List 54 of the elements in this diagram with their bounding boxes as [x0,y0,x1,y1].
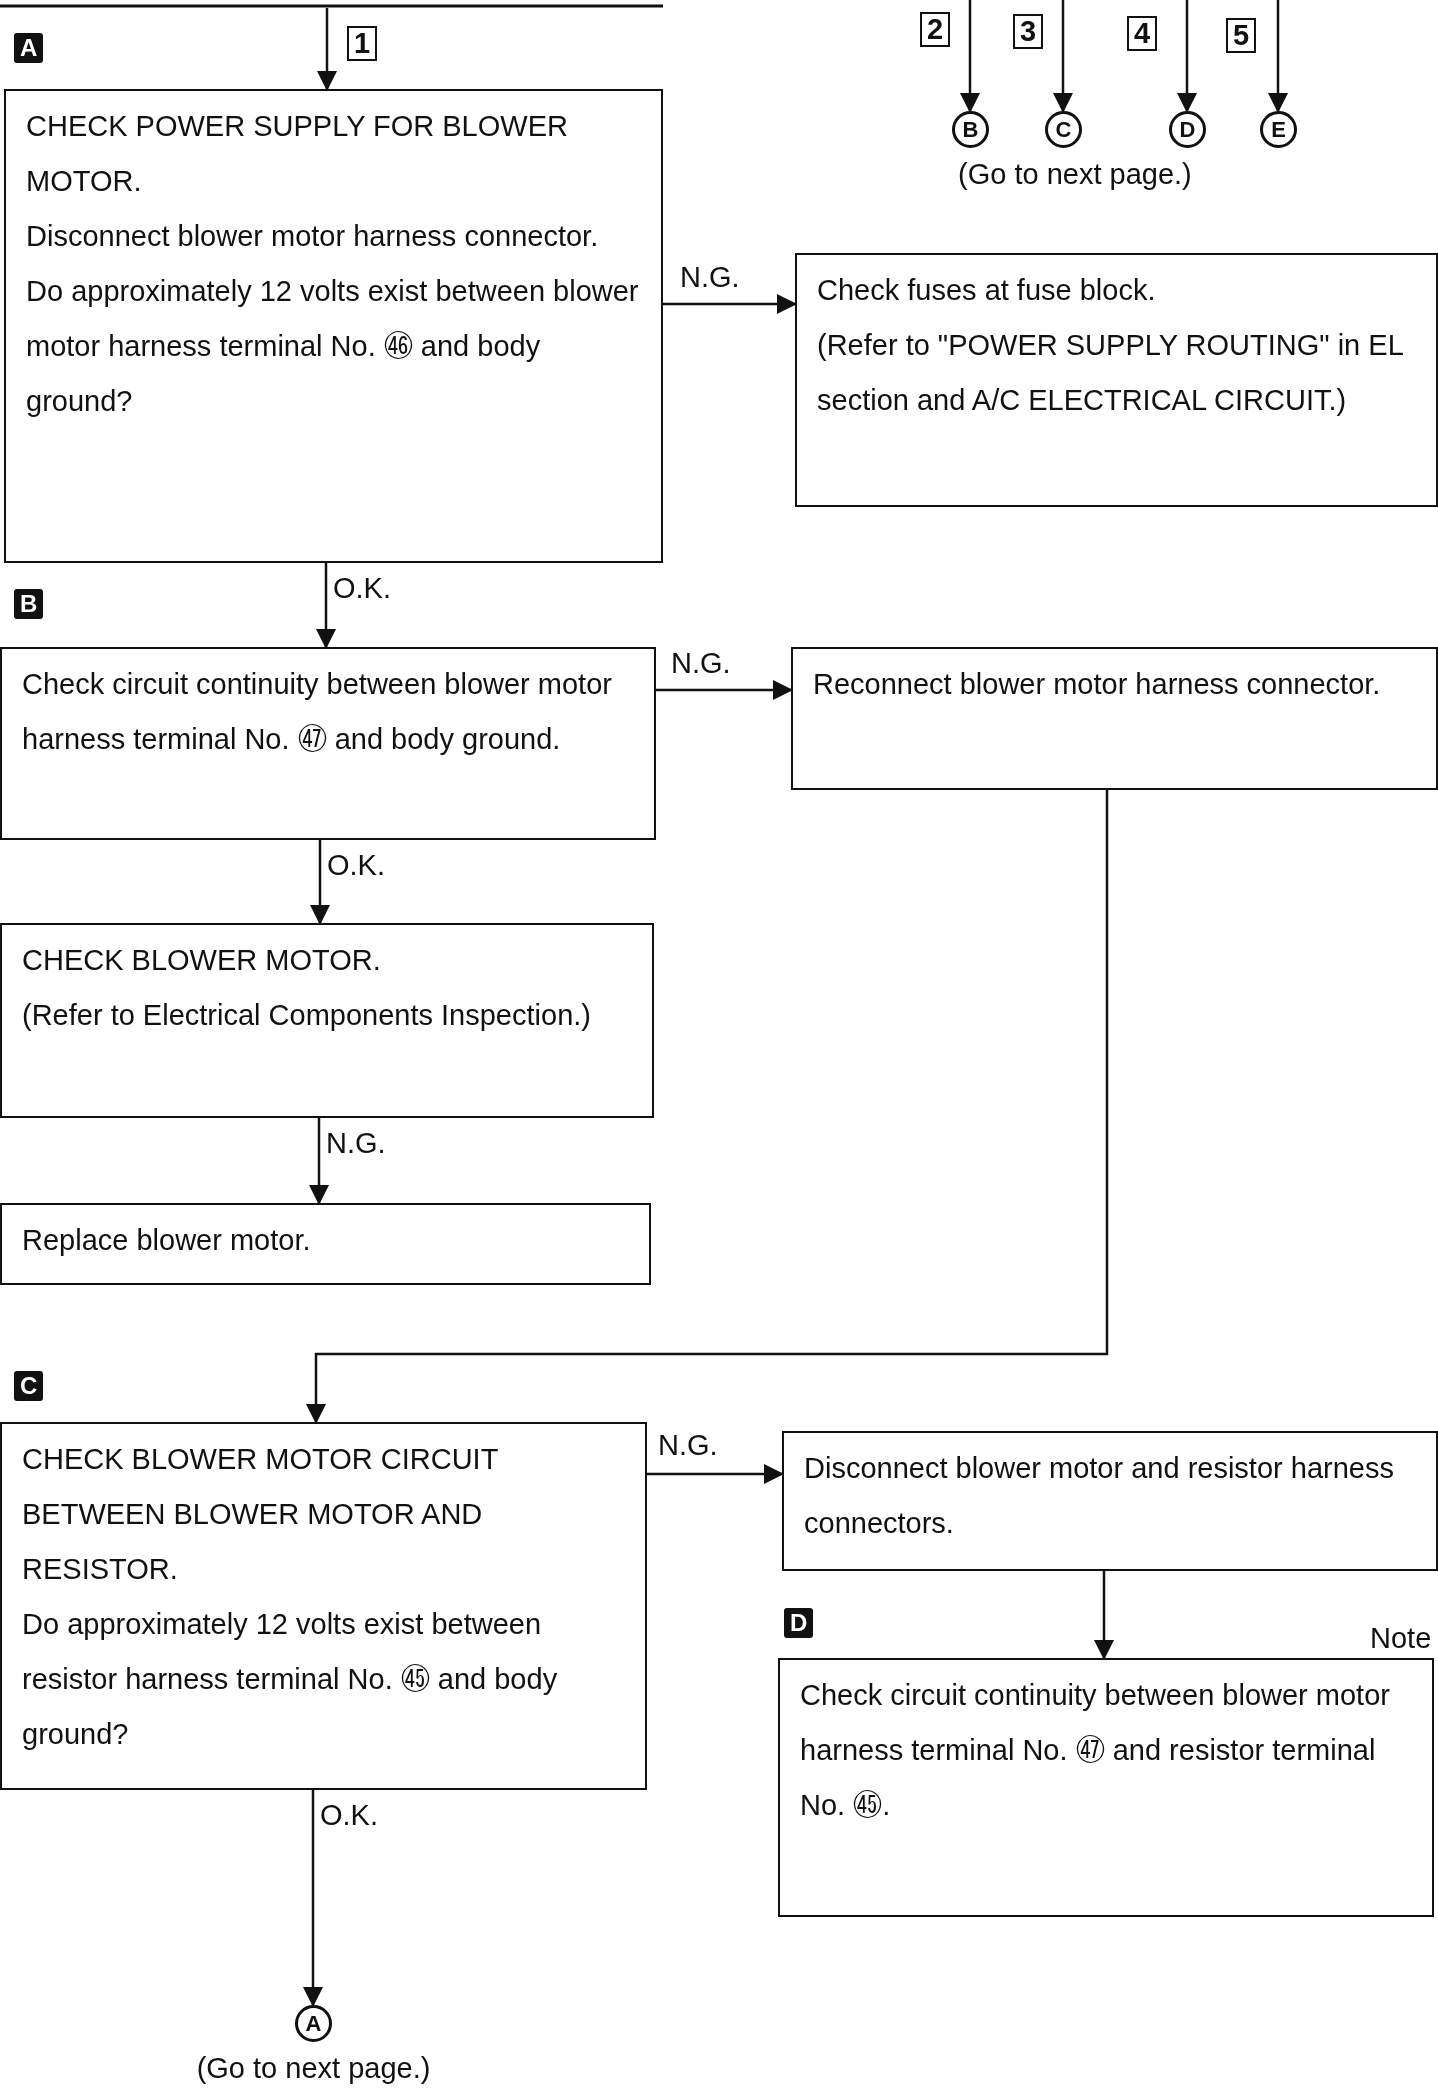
note-text: (Go to next page.) [196,2052,431,2085]
box-text: CHECK BLOWER MOTOR CIRCUIT BETWEEN BLOWER MOTOR AND RESISTOR. [22,1442,499,1587]
arrow [1268,0,1288,113]
arrow [303,1790,323,2007]
step-number: 1 [347,26,378,61]
connector-circle: C [1045,111,1082,148]
arrow [663,294,797,314]
step-number: 4 [1127,16,1158,51]
box-text: CHECK BLOWER MOTOR. [22,943,382,978]
note-text: Note [1370,1624,1432,1653]
box-text: Disconnect blower motor and resistor harness connectors. [804,1451,1395,1541]
connector-circle: D [1169,111,1206,148]
arrow [1177,0,1197,113]
box-text: Check circuit continuity between blower motor harness terminal No. ㊼ and resistor terminal No. ㊺. [800,1678,1391,1823]
process-box [0,1203,651,1285]
arrow [316,563,336,649]
process-box [0,1422,647,1790]
box-text: Replace blower motor. [22,1223,312,1258]
connector-circle: B [952,111,989,148]
connector-circle: E [1260,111,1297,148]
step-number: 3 [1013,14,1044,49]
box-text: Do approximately 12 volts exist between resistor harness terminal No. ㊺ and body ground? [22,1607,559,1752]
arrow [1094,1571,1114,1660]
process-box [0,923,654,1118]
box-text: (Refer to "POWER SUPPLY ROUTING" in EL section and A/C ELECTRICAL CIRCUIT.) [817,328,1404,418]
process-box [778,1658,1434,1917]
section-marker: B [14,589,44,619]
section-marker: D [784,1608,814,1638]
arrow [960,0,980,113]
arrow [317,8,337,91]
box-text: CHECK POWER SUPPLY FOR BLOWER MOTOR. [26,109,569,199]
process-box [795,253,1438,507]
section-marker: C [14,1371,44,1401]
arrow [647,1464,784,1484]
process-box [4,89,663,563]
box-text: Check fuses at fuse block. [817,273,1157,308]
process-box [0,647,656,840]
box-text: Check circuit continuity between blower motor harness terminal No. ㊼ and body ground. [22,667,613,757]
note-text: (Go to next page.) [958,160,1192,189]
arrow [306,790,1109,1424]
process-box [791,647,1438,790]
arrow [309,1118,329,1205]
arrow [656,680,793,700]
box-text: Do approximately 12 volts exist between blower motor harness terminal No. ㊻ and body ground? [26,274,640,419]
arrow [310,840,330,925]
step-number: 2 [920,12,951,47]
box-text: (Refer to Electrical Components Inspection.) [22,998,592,1033]
box-text: Disconnect blower motor harness connector. [26,219,600,254]
process-box [782,1431,1438,1571]
connector-circle: A [295,2005,332,2042]
step-number: 5 [1226,18,1257,53]
box-text: Reconnect blower motor harness connector. [813,667,1382,702]
section-marker: A [14,33,44,63]
arrow [1053,0,1073,113]
